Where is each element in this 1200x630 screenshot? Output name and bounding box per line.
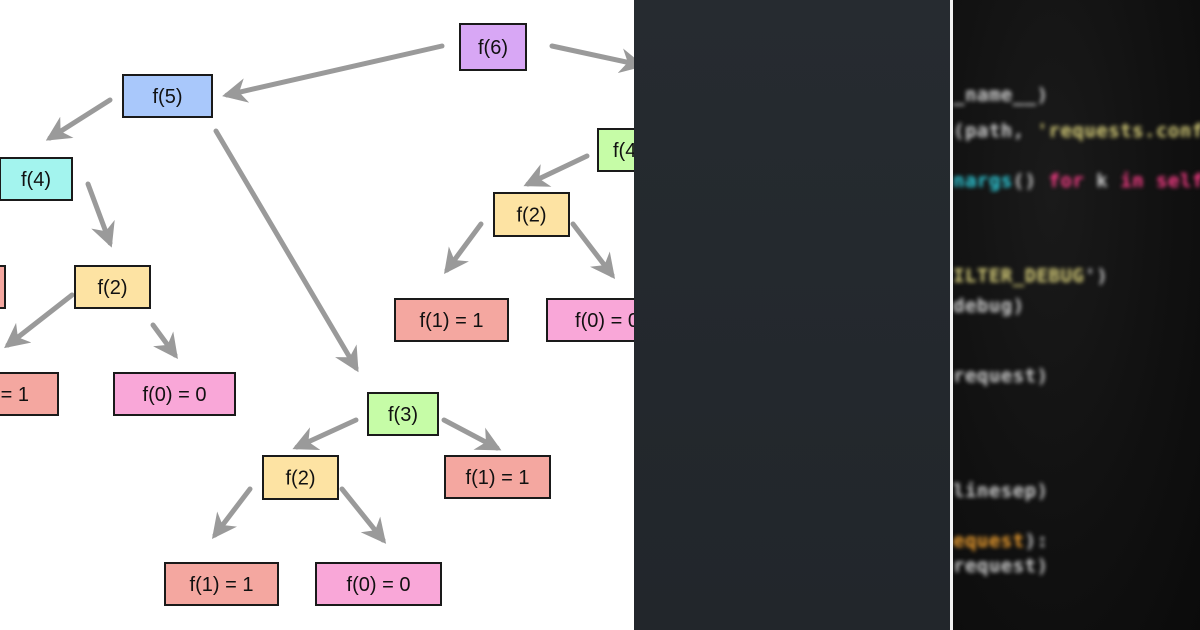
node-box [459, 23, 527, 71]
node-box [597, 128, 634, 172]
node-box [546, 298, 634, 342]
node-label: f(1) = 1 [190, 574, 254, 596]
edge-arrow-n5-to-n3L [213, 128, 359, 373]
node-label: f(0) = 0 [347, 574, 411, 596]
tree-node-n0b: f(0) = 0 [315, 562, 442, 606]
code-token: ILTER_DEBUG [953, 265, 1085, 287]
blurred-code-panel: _name__) (path, 'requests.conf'), 's nargs… [953, 0, 1200, 630]
code-line: request) [953, 365, 1049, 387]
code-token: (path, [953, 120, 1037, 142]
code-line: (path, 'requests.conf'), 's [953, 120, 1200, 142]
tree-node-n2a: f(2) [74, 265, 151, 309]
node-box [0, 265, 6, 309]
node-label: f(2) [286, 468, 316, 490]
node-label: f(2) [517, 205, 547, 227]
tree-node-n6: f(6) [459, 23, 527, 71]
code-token: nargs [953, 170, 1013, 192]
node-label: f(1) = 1 [0, 384, 29, 406]
edge-arrow-n5-to-n4 [45, 97, 113, 141]
code-line: debug) [953, 295, 1025, 317]
tree-node-n4: f(4) [0, 157, 73, 201]
node-box [262, 455, 339, 500]
code-token: self [1156, 170, 1200, 192]
edge-arrow-n2a-to-n1a [4, 292, 75, 349]
edge-arrow-n4R-to-n2c [523, 153, 590, 187]
tree-node-n0c: f(0) = 0 [546, 298, 634, 342]
node-box [394, 298, 509, 342]
tree-node-n3x: f(3) [0, 265, 6, 309]
code-line: linesep) [953, 480, 1049, 502]
code-token: debug) [953, 295, 1025, 317]
node-box [0, 372, 59, 416]
code-token: in [1120, 170, 1145, 192]
code-token: _name__) [953, 84, 1049, 106]
code-line: equest): [953, 530, 1049, 552]
edges-layer [4, 43, 634, 544]
code-token [1144, 170, 1156, 192]
recursion-tree-panel: f(6) f(5) f(4) f(2) f(1) = 1 f(0) = 0 f(3) f(2)… [0, 23, 634, 606]
code-token: ') [1084, 265, 1109, 287]
code-token: ): [1024, 530, 1049, 552]
node-label: f(5) [153, 86, 183, 108]
tree-node-n4R: f(4) [597, 128, 634, 172]
dark-background-panel [634, 0, 950, 630]
edge-arrow-n2b-to-n0b [339, 486, 387, 544]
code-token: request) [953, 555, 1049, 577]
code-line: request) [953, 555, 1049, 577]
node-label: f(0) = 0 [143, 384, 207, 406]
node-label: f(0) = 0 [575, 310, 634, 332]
recursion-tree-diagram: f(6) f(5) f(4) f(2) f(1) = 1 f(0) = 0 f(3) f(2)… [0, 23, 634, 606]
node-label: f(4) [613, 140, 634, 162]
tree-node-n0a: f(0) = 0 [113, 372, 236, 416]
edge-arrow-n4-to-n2a [85, 181, 115, 248]
node-label: f(1) = 1 [420, 310, 484, 332]
node-box [74, 265, 151, 309]
tree-node-n1c: f(1) = 1 [444, 455, 551, 499]
edge-arrow-n2b-to-n1b [211, 486, 253, 539]
tree-node-n1d: f(1) = 1 [394, 298, 509, 342]
tree-node-n2c: f(2) [493, 192, 570, 237]
node-box [444, 455, 551, 499]
node-box [164, 562, 279, 606]
tree-node-n2b: f(2) [262, 455, 339, 500]
tree-node-n1a: f(1) = 1 [0, 372, 59, 416]
code-token: () [1012, 170, 1049, 192]
edge-arrow-n3L-to-n1c [441, 417, 502, 451]
node-box [367, 392, 439, 436]
code-token: request) [953, 365, 1049, 387]
code-token: 'requests.conf' [1036, 120, 1200, 142]
edge-arrow-n3L-to-n2b [292, 417, 359, 451]
nodes-layer: f(6) f(5) f(4) f(2) f(1) = 1 f(0) = 0 f(3) f(2)… [0, 23, 634, 606]
node-label: f(1) = 1 [466, 467, 530, 489]
edge-arrow-n2c-to-n0c [570, 221, 616, 279]
panel-divider [950, 0, 953, 630]
node-box [315, 562, 442, 606]
edge-arrow-n6-to-n5 [222, 43, 445, 103]
code-line: nargs() for k in self.fil [953, 170, 1200, 192]
node-label: f(3) [388, 404, 418, 426]
code-line: ILTER_DEBUG') [953, 265, 1108, 287]
code-token: equest [953, 530, 1025, 552]
code-token: for [1048, 170, 1085, 192]
node-label: f(6) [478, 37, 508, 59]
node-box [113, 372, 236, 416]
edge-arrow-n2a-to-n0a [150, 322, 178, 360]
node-label: f(2) [98, 277, 128, 299]
node-box [493, 192, 570, 237]
code-line: _name__) [953, 84, 1049, 106]
node-label: f(4) [21, 169, 51, 191]
tree-node-n1b: f(1) = 1 [164, 562, 279, 606]
tree-node-n5: f(5) [122, 74, 213, 118]
tree-node-n3L: f(3) [367, 392, 439, 436]
node-box [0, 157, 73, 201]
code-token: linesep) [953, 480, 1049, 502]
edge-arrow-n6-to-n4R [549, 43, 634, 73]
code-token: k [1084, 170, 1121, 192]
edge-arrow-n2c-to-n1d [444, 221, 484, 275]
node-box [122, 74, 213, 118]
